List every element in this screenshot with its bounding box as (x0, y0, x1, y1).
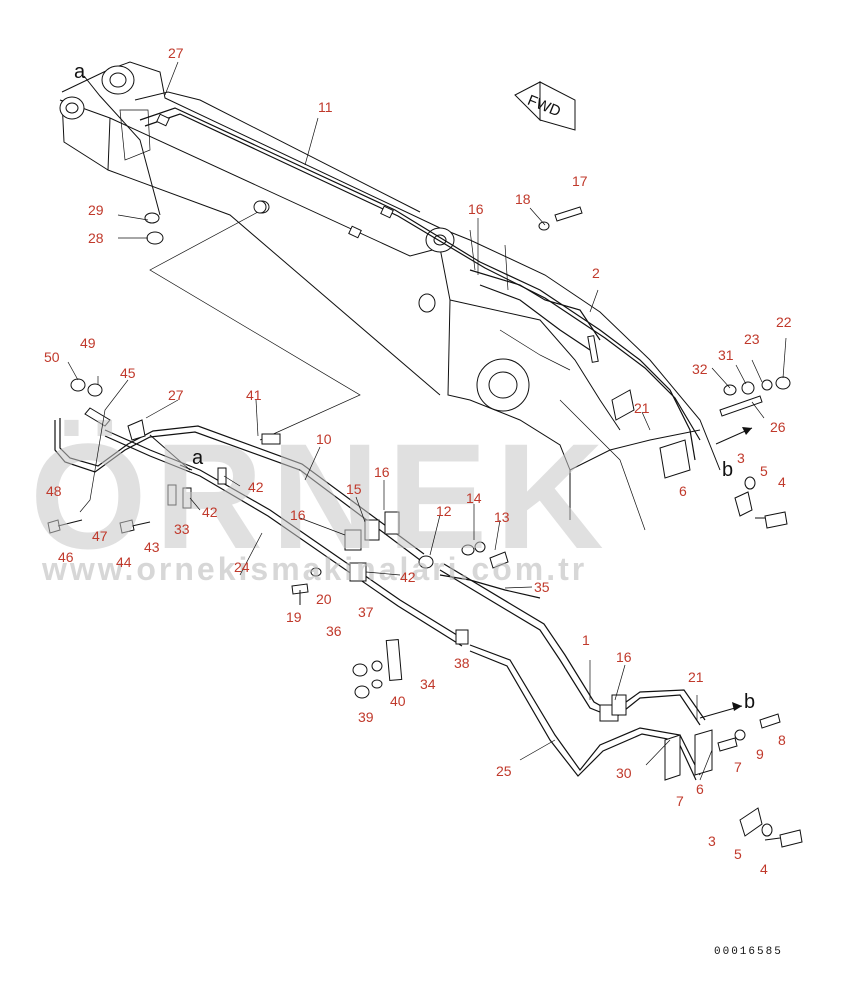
callout-39: 39 (358, 709, 374, 725)
marker-b-right: b (722, 459, 733, 481)
fwd-arrow: FWD (514, 81, 576, 131)
callout-6-top: 6 (679, 483, 687, 499)
callout-20: 20 (316, 591, 332, 607)
callout-36: 36 (326, 623, 342, 639)
callout-34: 34 (420, 676, 436, 692)
callout-7-right: 7 (734, 759, 742, 775)
callout-31: 31 (718, 347, 734, 363)
callout-49: 49 (80, 335, 96, 351)
marker-a-top: a (74, 61, 86, 83)
callout-3-low: 3 (708, 833, 716, 849)
callout-23: 23 (744, 331, 760, 347)
callout-37: 37 (358, 604, 374, 620)
marker-b-low: b (744, 691, 755, 713)
callout-48: 48 (46, 483, 62, 499)
callout-42-a: 42 (248, 479, 264, 495)
callout-21-top: 21 (634, 400, 650, 416)
callout-21-low: 21 (688, 669, 704, 685)
callout-47: 47 (92, 528, 108, 544)
direction-arrows (83, 75, 753, 719)
callout-16-pipe: 16 (374, 464, 390, 480)
small-parts (47, 200, 803, 848)
callout-8: 8 (778, 732, 786, 748)
callout-30: 30 (616, 765, 632, 781)
callout-14: 14 (466, 490, 482, 506)
callout-10: 10 (316, 431, 332, 447)
callout-19: 19 (286, 609, 302, 625)
callout-29: 29 (88, 202, 104, 218)
callout-41: 41 (246, 387, 262, 403)
callout-33: 33 (174, 521, 190, 537)
callout-18: 18 (515, 191, 531, 207)
callout-16-mid: 16 (290, 507, 306, 523)
callout-3-top: 3 (737, 450, 745, 466)
callout-6-low: 6 (696, 781, 704, 797)
callout-4-top: 4 (778, 474, 786, 490)
detail-leader-lines (149, 211, 361, 441)
callout-1: 1 (582, 632, 590, 648)
callout-40: 40 (390, 693, 406, 709)
callout-26: 26 (770, 419, 786, 435)
watermark: ÖRNEK www.ornekismakinalari.com.tr (30, 412, 612, 587)
callout-9: 9 (756, 746, 764, 762)
callout-25: 25 (496, 763, 512, 779)
callout-42-b: 42 (202, 504, 218, 520)
callout-27-top: 27 (168, 45, 184, 61)
watermark-brand: ÖRNEK (30, 412, 612, 580)
callout-44: 44 (116, 554, 132, 570)
callout-28: 28 (88, 230, 104, 246)
callout-27-mid: 27 (168, 387, 184, 403)
callout-38: 38 (454, 655, 470, 671)
callout-11: 11 (318, 99, 333, 115)
letter-markers: a a b b (74, 61, 755, 713)
boom-arm (59, 61, 721, 520)
callout-17: 17 (572, 173, 588, 189)
callout-16-boom: 16 (468, 201, 484, 217)
drawing-code: 00016585 (714, 946, 783, 958)
callout-leaders (67, 61, 787, 781)
callout-4-low: 4 (760, 861, 768, 877)
callout-35: 35 (534, 579, 550, 595)
callout-5-top: 5 (760, 463, 768, 479)
callout-13: 13 (494, 509, 510, 525)
callout-24: 24 (234, 559, 250, 575)
callout-42-c: 42 (400, 569, 416, 585)
watermark-url: www.ornekismakinalari.com.tr (41, 551, 587, 587)
callout-labels: 27 11 29 28 16 18 17 2 22 23 31 32 26 21… (44, 45, 792, 877)
boom-hoses (139, 107, 701, 531)
callout-15: 15 (346, 481, 362, 497)
callout-46: 46 (58, 549, 74, 565)
callout-7-low: 7 (676, 793, 684, 809)
callout-32: 32 (692, 361, 708, 377)
callout-45: 45 (120, 365, 136, 381)
callout-5-low: 5 (734, 846, 742, 862)
callout-2: 2 (592, 265, 600, 281)
marker-a-mid: a (192, 447, 204, 469)
callout-16-low: 16 (616, 649, 632, 665)
callout-12: 12 (436, 503, 452, 519)
callout-22: 22 (776, 314, 792, 330)
callout-50: 50 (44, 349, 60, 365)
callout-43: 43 (144, 539, 160, 555)
